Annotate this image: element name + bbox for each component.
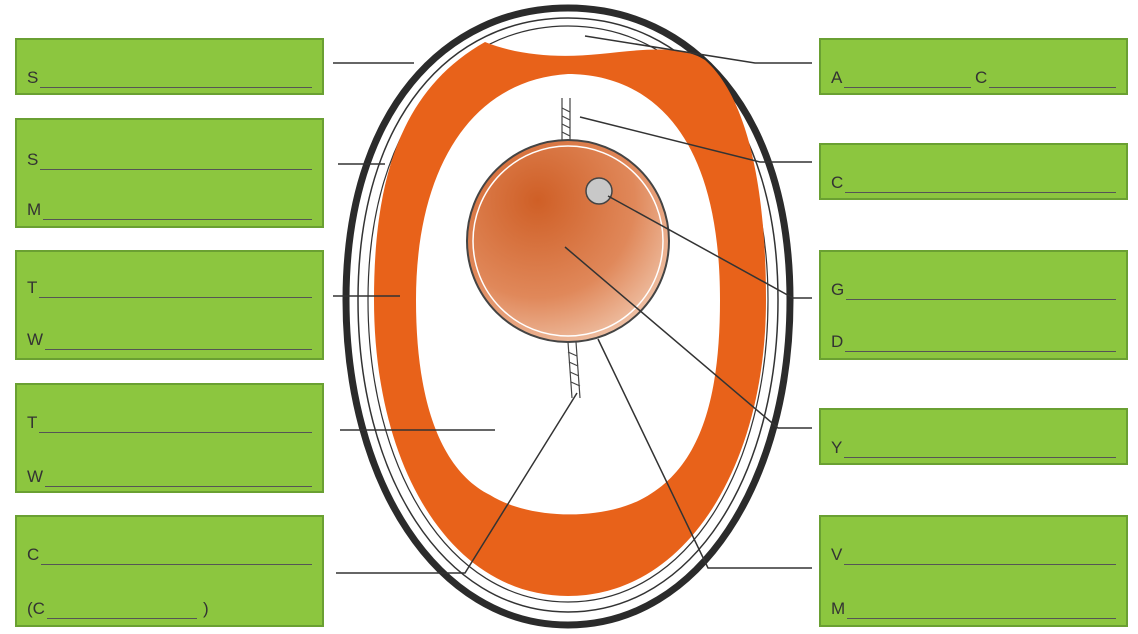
label-box-germinal-disc: G D [819,250,1128,360]
label-box-shell: S [15,38,324,95]
label-prefix: Y [831,438,842,458]
label-box-shell-membrane: S M [15,118,324,228]
label-prefix: (C [27,599,45,619]
answer-blank[interactable] [844,443,1116,458]
label-prefix: T [27,278,37,298]
answer-blank[interactable] [45,335,312,350]
label-prefix: W [27,330,43,350]
yolk [467,140,669,342]
answer-blank[interactable] [847,604,1116,619]
answer-blank[interactable] [844,550,1116,565]
label-prefix: M [831,599,845,619]
answer-blank[interactable] [845,337,1116,352]
label-prefix: A [831,68,842,88]
label-box-thin-white: T W [15,383,324,493]
label-prefix: C [975,68,987,88]
answer-blank[interactable] [846,285,1116,300]
answer-blank[interactable] [845,178,1116,193]
label-prefix: S [27,150,38,170]
answer-blank[interactable] [41,550,312,565]
answer-blank[interactable] [989,73,1116,88]
close-paren: ) [203,599,209,619]
label-prefix: S [27,68,38,88]
label-box-yolk: Y [819,408,1128,465]
label-box-thick-white: T W [15,250,324,360]
germinal-disc [586,178,612,204]
answer-blank[interactable] [40,73,312,88]
label-box-chalaza: C (C ) [15,515,324,627]
label-prefix: D [831,332,843,352]
answer-blank[interactable] [43,205,312,220]
label-prefix: C [831,173,843,193]
label-prefix: V [831,545,842,565]
label-box-air-cell: A C [819,38,1128,95]
answer-blank[interactable] [39,283,312,298]
label-prefix: T [27,413,37,433]
answer-blank[interactable] [39,418,312,433]
label-prefix: C [27,545,39,565]
answer-blank[interactable] [45,472,312,487]
label-box-chalaza-right: C [819,143,1128,200]
label-prefix: G [831,280,844,300]
label-box-vitelline-membrane: V M [819,515,1128,627]
answer-blank[interactable] [47,604,197,619]
answer-blank[interactable] [40,155,312,170]
label-prefix: W [27,467,43,487]
answer-blank[interactable] [844,73,971,88]
label-prefix: M [27,200,41,220]
